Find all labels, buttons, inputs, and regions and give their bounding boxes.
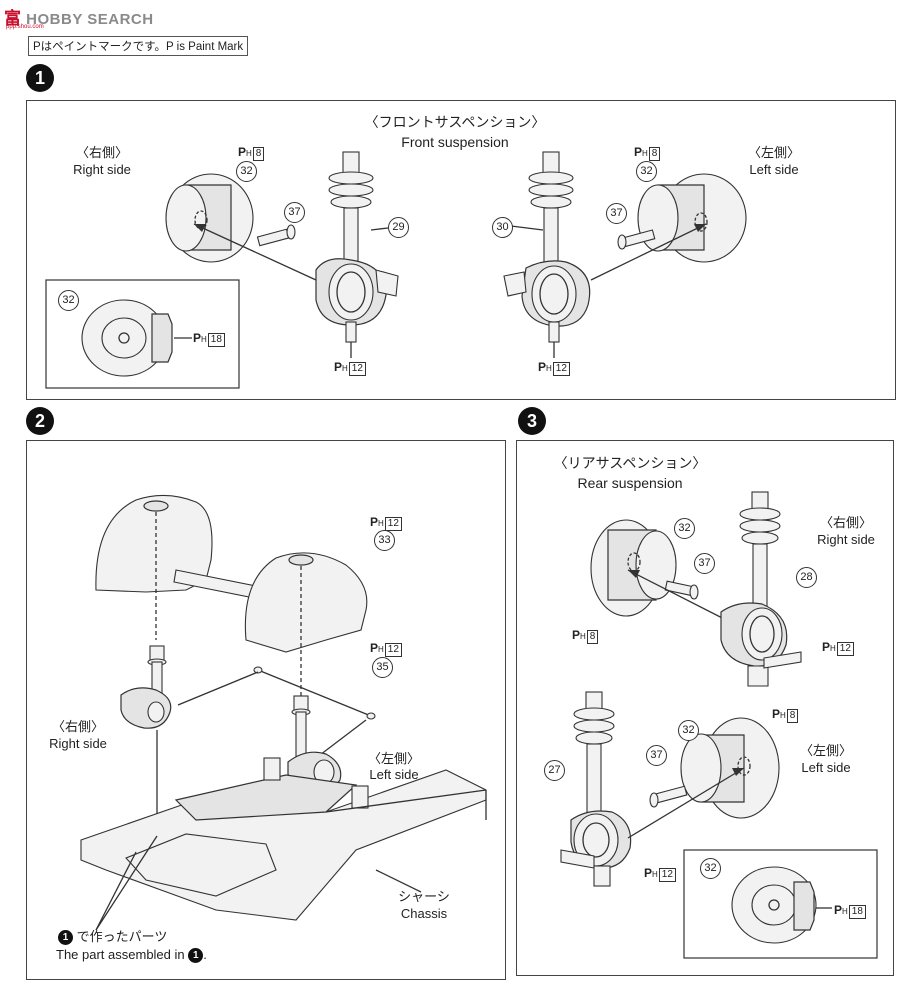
s1-left-side-en: Left side [749,162,799,177]
front-suspension-title-jp: 〈フロントサスペンション〉 [364,114,546,130]
chassis-label-jp: シャーシ [398,889,450,904]
s1-inset-part-32: 32 [58,290,79,311]
s1-part-37-right: 37 [284,202,305,223]
s2-left-side-jp: 〈左側〉 [367,751,420,766]
s1-right-side-jp: 〈右側〉 [75,145,128,160]
rear-suspension-title-jp: 〈リアサスペンション〉 [553,455,707,471]
s2-right-side-jp: 〈右側〉 [51,719,104,734]
s2-part-33: 33 [374,530,395,551]
s3-part-37-lower: 37 [646,745,667,766]
s3-right-side-jp: 〈右側〉 [819,515,872,530]
s3-part-37-upper: 37 [694,553,715,574]
s2-part-35: 35 [372,657,393,678]
s1-part-32-right: 32 [236,161,257,182]
paint-mark-notice: Pはペイントマークです。P is Paint Mark [28,36,249,56]
s3-part-28: 28 [796,567,817,588]
s2-right-side-en: Right side [49,736,107,751]
s3-part-27: 27 [544,760,565,781]
step-1-ref-badge: 1 [58,930,73,946]
front-left-screw [617,229,656,250]
s3-left-side-en: Left side [801,760,851,775]
front-left-hub [637,173,747,263]
step-1-ref-badge-en: 1 [188,948,204,964]
s1-part-37-left: 37 [606,203,627,224]
assembled-note-jp: 1 で作ったパーツ [58,928,167,946]
s3-inset-part-32: 32 [700,858,721,879]
s1-part-32-left: 32 [636,161,657,182]
s3-left-side-jp: 〈左側〉 [799,743,852,758]
s1-part-29: 29 [388,217,409,238]
s3-part-32-lower: 32 [678,720,699,741]
watermark-logo: 富 HOBBY SEARCH [4,9,154,28]
chassis-label-en: Chassis [400,906,448,921]
watermark-url: ppp.shou.com [6,24,44,30]
step-3-badge: 3 [518,407,546,435]
front-right-strut [315,151,399,343]
step-2-badge: 2 [26,407,54,435]
assembled-note-en: The part assembled in 1. [56,947,207,964]
front-suspension-title-en: Front suspension [401,134,509,150]
rear-suspension-title-en: Rear suspension [577,475,683,491]
s1-left-side-jp: 〈左側〉 [747,145,800,160]
s2-left-side-en: Left side [369,767,419,782]
front-right-hub [165,173,254,263]
front-right-screw [256,224,296,247]
front-left-strut [503,151,591,343]
front-suspension-drawing [45,151,747,389]
step-1-badge: 1 [26,64,54,92]
rear-suspension-drawing [560,491,878,959]
s3-part-32-upper: 32 [674,518,695,539]
s1-part-30: 30 [492,217,513,238]
s1-right-side-en: Right side [73,162,131,177]
s3-right-side-en: Right side [817,532,875,547]
chassis-assembly-drawing [80,494,487,931]
